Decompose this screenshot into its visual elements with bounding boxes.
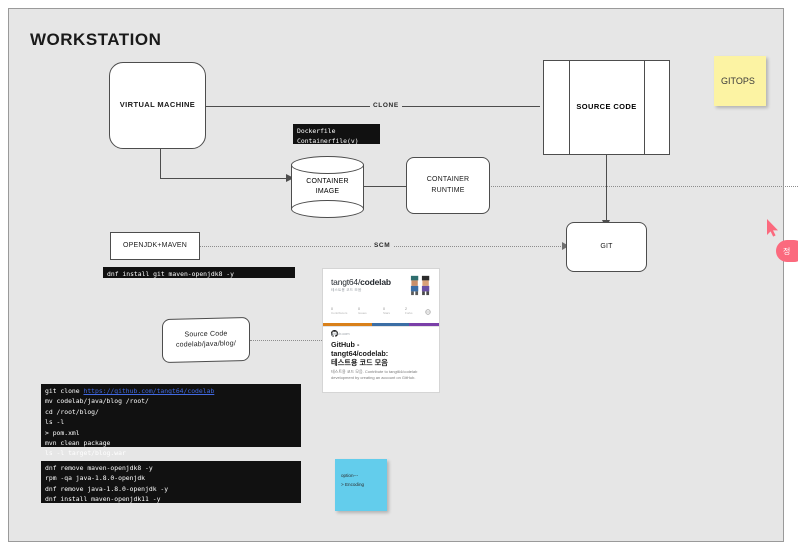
language-segment-1 <box>323 323 372 326</box>
dockerfile-label-line1: Dockerfile <box>297 127 336 135</box>
github-stat-issues: 0 Issues <box>358 307 367 315</box>
github-repo-owner: tangt64/ <box>331 277 361 287</box>
node-source-code-label: SOURCE CODE <box>576 102 637 112</box>
edge-vm-image-horizontal <box>160 178 287 180</box>
node-container-image-label-1: CONTAINER <box>306 177 349 185</box>
language-segment-2 <box>371 323 409 326</box>
terminal-build-line-6: ls -l target/blog.war <box>45 449 126 458</box>
cylinder-top <box>291 156 364 174</box>
github-card-divider <box>323 326 439 327</box>
terminal-build-line-3: ls -l <box>45 418 65 427</box>
node-openjdk-maven-label: OPENJDK+MAVEN <box>122 241 188 249</box>
terminal-install: dnf install git maven-openjdk8 -y <box>103 267 295 278</box>
github-stat-stars-value: 0 <box>383 307 385 311</box>
right-edge-rule <box>783 9 784 542</box>
github-card-description: 테스트용 코드 모음. Contribute to tangt64/codela… <box>331 369 418 380</box>
edge-source-git-line <box>606 155 608 222</box>
node-git[interactable]: GIT <box>566 222 647 272</box>
github-stat-contributors: 0 Contributors <box>331 307 347 315</box>
node-container-runtime-label-1: CONTAINER <box>426 176 470 184</box>
terminal-jdk-line-1: rpm -qa java-1.8.0-openjdk <box>45 474 146 483</box>
edge-vm-image-vertical <box>160 149 162 179</box>
terminal-build: git clone https://github.com/tangt64/cod… <box>41 384 301 457</box>
terminal-build-line-5: mvn clean package <box>45 438 111 447</box>
github-card-site: github.com <box>331 332 350 336</box>
globe-icon <box>425 309 431 315</box>
edge-label-clone: CLONE <box>370 102 402 109</box>
github-stat-stars-label: Stars <box>383 311 391 315</box>
github-repo-slug: codelab <box>360 277 391 287</box>
source-code-divider-left <box>569 61 571 154</box>
node-container-runtime[interactable]: CONTAINER RUNTIME <box>406 157 490 214</box>
dockerfile-label-line2: Containerfile(v) <box>297 137 359 146</box>
cylinder-bottom <box>291 200 364 218</box>
github-stats-row: 0 Contributors 0 Issues 0 Stars 2 Forks <box>331 307 431 318</box>
language-segment-3 <box>408 323 439 326</box>
github-card-title-line3: 테스트용 코드 모음 <box>331 358 388 368</box>
node-source-code[interactable]: SOURCE CODE <box>543 60 670 155</box>
edge-image-runtime-line <box>364 186 408 188</box>
page-title: WORKSTATION <box>30 30 162 49</box>
annotation-badge-label: 정 <box>783 246 791 256</box>
terminal-jdk-line-2: dnf remove java-1.8.0-openjdk -y <box>45 484 169 493</box>
github-stat-forks-label: Forks <box>405 311 413 315</box>
github-stat-contributors-value: 0 <box>331 307 333 311</box>
terminal-build-line-4: > pom.xml <box>45 428 80 437</box>
dockerfile-label: Dockerfile Containerfile(v) <box>293 124 380 146</box>
terminal-jdk-line-3: dnf install maven-openjdk11 -y <box>45 495 161 504</box>
sticky-note-encoding-line1: option--- <box>341 473 359 478</box>
github-card-title-line2: tangt64/codelab: <box>331 349 389 359</box>
terminal-build-repo-link[interactable]: https://github.com/tangt64/codelab <box>83 387 215 395</box>
github-stat-stars: 0 Stars <box>383 307 390 315</box>
sticky-note-gitops-label: GITOPS <box>721 76 755 86</box>
github-stat-forks-value: 2 <box>405 307 407 311</box>
annotation-badge[interactable]: 정 <box>776 240 798 262</box>
edge-label-scm: SCM <box>371 242 394 249</box>
node-source-code-path-label-1: Source Code <box>184 330 228 339</box>
contributors-avatar-icon <box>410 275 430 296</box>
terminal-jdk-line-0: dnf remove maven-openjdk8 -y <box>45 464 153 472</box>
edge-vm-image-arrowhead <box>286 173 294 182</box>
sticky-note-gitops[interactable]: GITOPS <box>714 56 766 106</box>
terminal-jdk: dnf remove maven-openjdk8 -y rpm -qa jav… <box>41 461 301 503</box>
github-stat-issues-label: Issues <box>358 311 367 315</box>
sticky-note-encoding-line2: > Encoding <box>341 481 365 487</box>
terminal-build-line-0: git clone <box>45 387 84 395</box>
github-logo-icon <box>331 330 338 337</box>
node-container-image-label-2: IMAGE <box>315 188 340 195</box>
node-virtual-machine[interactable]: VIRTUAL MACHINE <box>109 62 206 149</box>
node-source-code-path[interactable]: Source Code codelab/java/blog/ <box>162 316 250 364</box>
source-code-divider-right <box>644 61 646 154</box>
node-container-runtime-label-2: RUNTIME <box>431 186 465 194</box>
node-git-label: GIT <box>600 242 613 250</box>
github-card-title-line1: GitHub - <box>331 340 360 349</box>
github-repo-name: tangt64/codelab <box>331 277 391 287</box>
github-repo-subtitle: 테스트용 코드 모음 <box>331 288 362 292</box>
node-virtual-machine-label: VIRTUAL MACHINE <box>119 100 196 110</box>
edge-scm-arrowhead <box>562 242 569 250</box>
edge-sourcepath-card-dotted <box>250 340 322 341</box>
node-source-code-path-label-2: codelab/java/blog/ <box>175 340 237 349</box>
node-container-image[interactable]: CONTAINER IMAGE <box>291 156 364 218</box>
node-openjdk-maven[interactable]: OPENJDK+MAVEN <box>110 232 200 260</box>
terminal-install-text: dnf install git maven-openjdk8 -y <box>107 270 234 278</box>
github-language-bar <box>323 323 439 326</box>
github-stat-forks: 2 Forks <box>405 307 413 315</box>
mouse-cursor-icon <box>767 219 778 237</box>
sticky-note-encoding[interactable]: option--- > Encoding <box>335 459 387 511</box>
github-card-title: GitHub - tangt64/codelab: 테스트용 코드 모음 <box>331 340 433 368</box>
terminal-build-line-1: mv codelab/java/blog /root/ <box>45 397 149 406</box>
github-stat-contributors-label: Contributors <box>331 311 348 315</box>
github-stat-issues-value: 0 <box>358 307 360 311</box>
github-link-preview-card[interactable]: tangt64/codelab 테스트용 코드 모음 0 Contributor… <box>322 268 440 393</box>
edge-runtime-right-dotted <box>487 186 798 187</box>
terminal-build-line-2: cd /root/blog/ <box>45 407 99 416</box>
